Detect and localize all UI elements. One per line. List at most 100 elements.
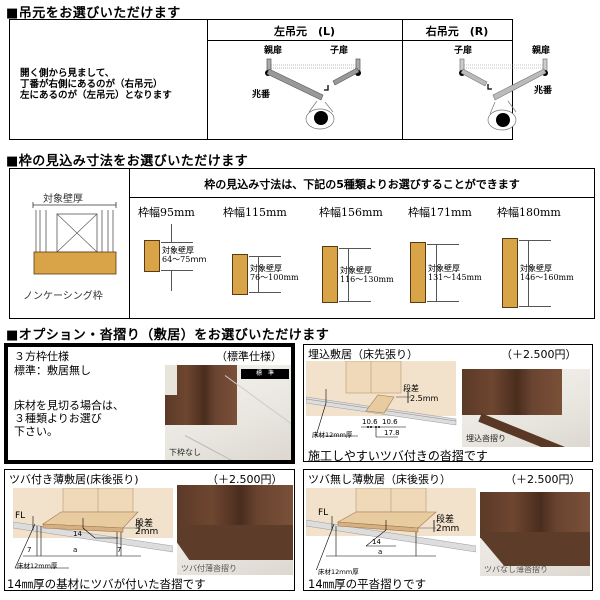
standard-photo: 標 準 下枠なし bbox=[165, 365, 291, 460]
frame-width-label: 枠幅95mm bbox=[138, 206, 195, 219]
left-child-door-label: 子扉 bbox=[330, 46, 349, 56]
embedded-step-value: 2.5mm bbox=[410, 394, 439, 403]
wall-label: 対象壁厚 bbox=[428, 264, 460, 273]
description-line: 丁番が右側にあるのが（右吊元） bbox=[20, 79, 163, 90]
flanged-photo-caption: ツバ付薄沓摺り bbox=[181, 564, 237, 573]
wall-range-text: 対象壁厚 76～100mm bbox=[250, 264, 299, 282]
wall-range: 146～160mm bbox=[520, 273, 574, 282]
wall-range: 116～130mm bbox=[340, 275, 394, 284]
flanged-threshold-diagram bbox=[13, 488, 173, 569]
non-casing-frame-label: ノンケーシング枠 bbox=[23, 291, 103, 302]
right-child-door-label: 子扉 bbox=[454, 46, 473, 56]
wall-label: 対象壁厚 bbox=[162, 246, 194, 255]
frame-width-label: 枠幅156mm bbox=[319, 206, 383, 219]
flanged-dim-7-right: 7 bbox=[117, 546, 122, 554]
flangeless-floor-label: 床材12ｍｍ厚 bbox=[318, 568, 359, 576]
flangeless-option-name: ツバ無し薄敷居（床後張り） bbox=[308, 473, 451, 486]
frame-width-label: 枠幅171mm bbox=[408, 206, 472, 219]
flanged-floor-label: 床材12mm厚 bbox=[17, 562, 58, 570]
right-hinge-label: 兆番 bbox=[534, 86, 553, 96]
wall-range-text: 対象壁厚 146～160mm bbox=[520, 264, 574, 282]
standard-option-tag: （標準仕様） bbox=[216, 350, 282, 363]
flanged-dim-14: 14 bbox=[73, 530, 82, 538]
frame-width-option[interactable]: 枠幅95mm 対象壁厚 64～75ｍｍ bbox=[138, 204, 218, 314]
standard-badge: 標 準 bbox=[241, 369, 289, 379]
flanged-step-value: 2mm bbox=[135, 527, 159, 537]
embedded-option-name: 埋込敷居（床先張り） bbox=[308, 348, 418, 361]
embedded-footer: 施工しやすいツバ付きの沓摺です bbox=[308, 449, 488, 463]
frame-width-option[interactable]: 枠幅180mm 対象壁厚 146～160mm bbox=[497, 204, 592, 314]
wall-range-text: 対象壁厚 131～145mm bbox=[428, 264, 482, 282]
flangeless-step-value: 2mm bbox=[436, 524, 460, 534]
note-line: 床材を見切る場合は、 bbox=[14, 399, 124, 412]
flangeless-dim-14: 14 bbox=[372, 538, 381, 546]
frame-width-bar bbox=[144, 240, 160, 272]
flangeless-step-label: 段差 bbox=[436, 515, 455, 525]
standard-option-note: 床材を見切る場合は、 ３種類よりお選び 下さい。 bbox=[14, 399, 124, 438]
frame-width-label: 枠幅180mm bbox=[497, 206, 561, 219]
non-casing-frame-diagram bbox=[32, 202, 117, 275]
left-hinge-label: 兆番 bbox=[252, 90, 271, 100]
flangeless-option-price: （＋2.500円） bbox=[505, 473, 581, 486]
embedded-floor-label: 床材12mm厚 bbox=[312, 431, 353, 439]
embedded-option-card[interactable]: 埋込敷居（床先張り） （＋2.500円） 段差 2.5mm 10.6 10.6 … bbox=[303, 344, 593, 463]
standard-option-card[interactable]: ３方枠仕様 （標準仕様） 標準：敷居無し 床材を見切る場合は、 ３種類よりお選び… bbox=[4, 343, 295, 464]
embedded-step-label: 段差 bbox=[403, 384, 419, 393]
wall-range: 131～145mm bbox=[428, 273, 482, 282]
flanged-option-price: （＋2.500円） bbox=[207, 473, 283, 486]
flangeless-footer: 14㎜厚の平沓摺りです bbox=[308, 577, 427, 591]
frame-width-option[interactable]: 枠幅171mm 対象壁厚 131～145mm bbox=[408, 204, 488, 314]
frame-width-bar bbox=[410, 242, 426, 303]
embedded-option-price: （＋2.500円） bbox=[501, 348, 577, 361]
frame-width-option[interactable]: 枠幅115mm 対象壁厚 76～100mm bbox=[223, 204, 303, 314]
hinge-section-title: ■吊元をお選びいただけます bbox=[6, 6, 181, 21]
flanged-footer: 14㎜厚の基材にツバが付いた沓摺です bbox=[7, 577, 206, 591]
hinge-description: 開く側から見まして、 丁番が右側にあるのが（右吊元） 左にあるのが（左吊元）とな… bbox=[20, 68, 172, 101]
wall-range-text: 対象壁厚 116～130mm bbox=[340, 266, 394, 284]
embedded-dim-total: 17.8 bbox=[384, 429, 400, 437]
frame-section-title: ■枠の見込み寸法をお選びいただけます bbox=[6, 154, 249, 169]
wall-range-text: 対象壁厚 64～75ｍｍ bbox=[162, 246, 206, 264]
hinge-table: 開く側から見まして、 丁番が右側にあるのが（右吊元） 左にあるのが（左吊元）とな… bbox=[9, 19, 552, 140]
embedded-photo: 埋込沓摺り bbox=[462, 369, 590, 447]
left-parent-door-label: 親扉 bbox=[264, 46, 283, 56]
frame-width-option[interactable]: 枠幅156mm 対象壁厚 116～130mm bbox=[319, 204, 399, 314]
frame-width-bar bbox=[232, 254, 248, 295]
wall-label: 対象壁厚 bbox=[340, 266, 372, 275]
note-line: ３種類よりお選び bbox=[14, 412, 102, 425]
right-hinge-header: 右吊元 (R) bbox=[425, 25, 489, 38]
flangeless-fl-label: FL bbox=[318, 508, 329, 518]
flanged-option-card[interactable]: ツバ付き薄敷居(床後張り) （＋2.500円） FL 段差 2mm 14 a 7… bbox=[4, 469, 295, 591]
flangeless-dim-a: a bbox=[378, 548, 383, 556]
flangeless-photo-caption: ツバなし薄沓摺り bbox=[484, 565, 548, 574]
flanged-dim-7-left: 7 bbox=[27, 546, 32, 554]
right-door-swing-diagram bbox=[459, 58, 548, 131]
flangeless-option-card[interactable]: ツバ無し薄敷居（床後張り） （＋2.500円） FL 段差 2mm 14 a 床… bbox=[303, 469, 593, 591]
wall-label: 対象壁厚 bbox=[520, 264, 552, 273]
frame-width-bar bbox=[322, 246, 338, 303]
flanged-photo: ツバ付薄沓摺り bbox=[177, 485, 293, 575]
wall-range: 76～100mm bbox=[250, 273, 299, 282]
flanged-fl-label: FL bbox=[15, 511, 26, 521]
flanged-option-name: ツバ付き薄敷居(床後張り) bbox=[9, 473, 139, 486]
flanged-dim-a: a bbox=[73, 546, 78, 554]
flangeless-photo: ツバなし薄沓摺り bbox=[480, 492, 590, 576]
embedded-dim-left: 10.6 bbox=[362, 418, 378, 426]
option-section-title: ■オプション・沓摺り（敷居）をお選びいただけます bbox=[6, 328, 330, 343]
frame-table: 対象壁厚 ノンケーシング枠 枠の見込み寸法は、下記の5種類よりお選びすることがで… bbox=[9, 168, 595, 319]
standard-photo-caption: 下枠なし bbox=[169, 448, 201, 457]
right-parent-door-label: 親扉 bbox=[532, 46, 551, 56]
flanged-step-label: 段差 bbox=[135, 519, 154, 529]
description-line: 開く側から見まして、 bbox=[20, 68, 115, 79]
wall-label: 対象壁厚 bbox=[250, 264, 282, 273]
embedded-photo-caption: 埋込沓摺り bbox=[466, 434, 506, 443]
standard-option-name: ３方枠仕様 bbox=[14, 350, 69, 363]
frame-width-label: 枠幅115mm bbox=[223, 206, 287, 219]
left-hinge-header: 左吊元 (L) bbox=[273, 25, 336, 38]
wall-range: 64～75ｍｍ bbox=[162, 255, 207, 264]
note-line: 下さい。 bbox=[14, 425, 58, 438]
embedded-dim-right: 10.6 bbox=[382, 418, 398, 426]
standard-option-sub: 標準：敷居無し bbox=[14, 364, 91, 377]
frame-options-header: 枠の見込み寸法は、下記の5種類よりお選びすることができます bbox=[204, 178, 520, 191]
left-door-swing-diagram bbox=[265, 58, 361, 130]
